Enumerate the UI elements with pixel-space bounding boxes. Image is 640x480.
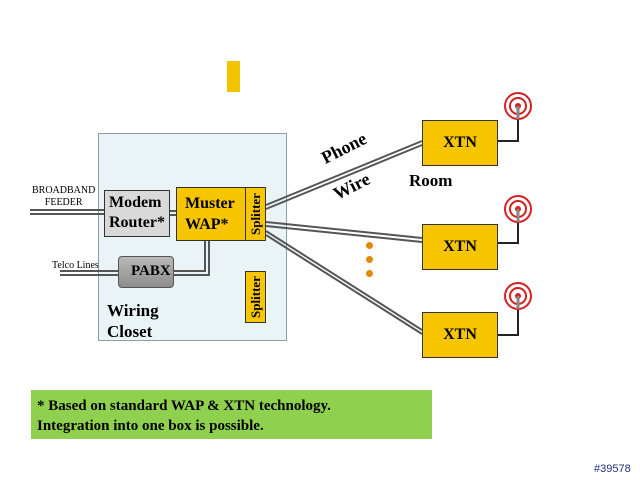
antenna-lead-3 — [498, 306, 519, 336]
footnote-box: * Based on standard WAP & XTN technology… — [31, 390, 432, 439]
router-label: Router* — [109, 214, 165, 231]
antenna-lead-1 — [498, 110, 519, 142]
antenna-lead-2 — [498, 220, 519, 244]
telco-lines-label: Telco Lines — [52, 260, 99, 271]
antenna-icon — [504, 282, 532, 310]
ellipsis-dot — [366, 256, 373, 263]
ellipsis-dot — [366, 242, 373, 249]
wire-to-xtn-1 — [265, 144, 423, 210]
wap-label: WAP* — [185, 216, 229, 233]
broadband-feeder-label: BROADBAND FEEDER — [32, 185, 96, 208]
pabx-label: PABX — [131, 263, 171, 279]
antenna-icon — [504, 195, 532, 223]
xtn-unit-1: XTN — [422, 120, 498, 166]
splitter-bottom: Splitter — [245, 271, 266, 323]
splitter-top: Splitter — [245, 187, 266, 241]
modem-label: Modem — [109, 194, 162, 211]
splitter-bottom-label: Splitter — [247, 276, 263, 318]
reference-number: #39578 — [594, 463, 631, 475]
xtn-unit-3: XTN — [422, 312, 498, 358]
xtn-unit-2: XTN — [422, 224, 498, 270]
footnote-line-2: Integration into one box is possible. — [37, 418, 264, 434]
antenna-icon — [504, 92, 532, 120]
wire-to-xtn-2 — [265, 225, 423, 243]
wire-to-xtn-3 — [265, 234, 423, 335]
room-label: Room — [409, 171, 453, 190]
pabx-device: PABX — [118, 256, 174, 288]
footnote-line-1: * Based on standard WAP & XTN technology… — [37, 398, 331, 414]
wire-to-xtn-2 — [265, 221, 423, 239]
accent-bar — [227, 61, 240, 92]
ellipsis-dot — [366, 270, 373, 277]
wire-to-xtn-3 — [265, 230, 423, 331]
splitter-top-label: Splitter — [247, 193, 263, 235]
muster-label: Muster — [185, 195, 235, 212]
wire-to-xtn-1 — [265, 140, 423, 206]
wiring-closet-label: Wiring Closet — [107, 301, 159, 341]
pabx-muster-link — [174, 241, 210, 276]
pabx-muster-link — [174, 241, 206, 272]
modem-router-box: Modem Router* — [104, 190, 170, 237]
